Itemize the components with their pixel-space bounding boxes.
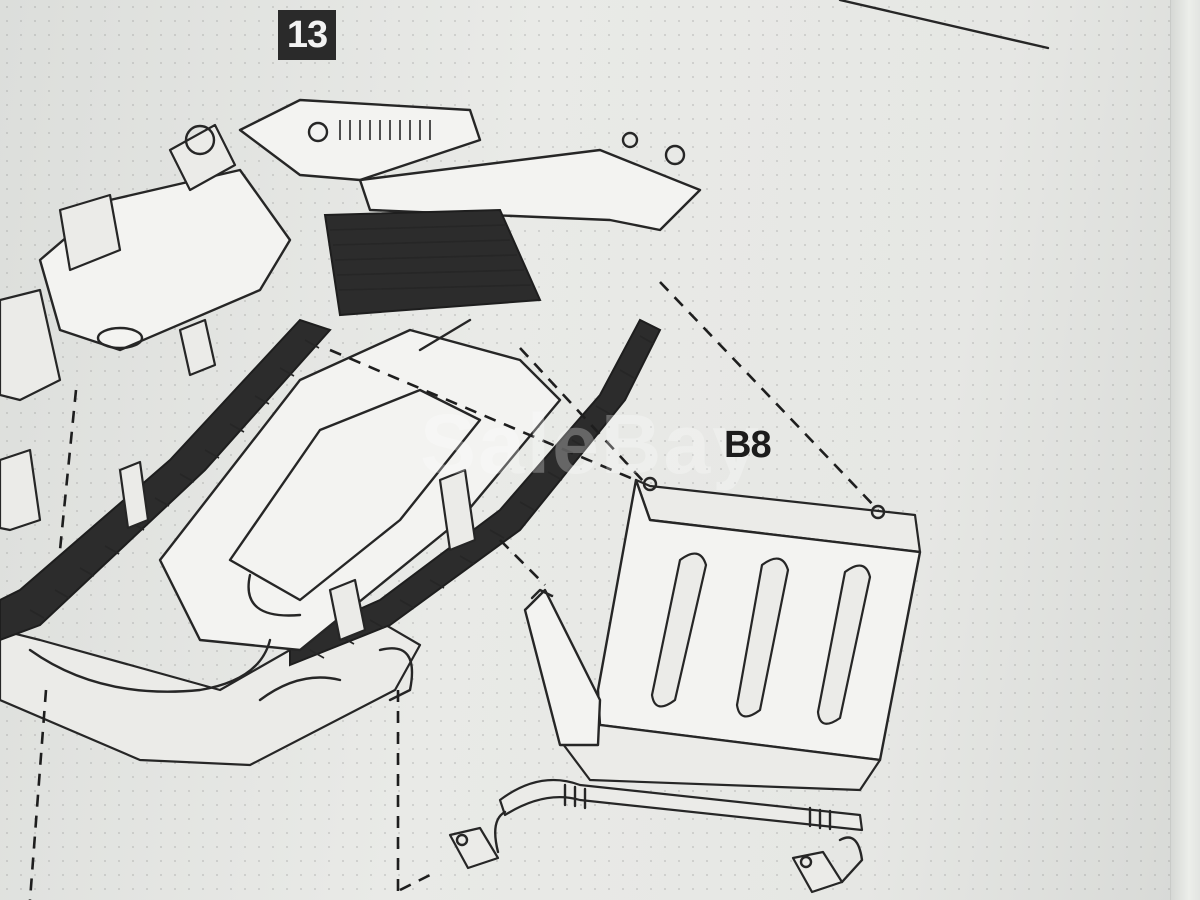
watermark: SaleBay (420, 397, 761, 491)
header-rule (838, 0, 1050, 50)
fender-plate-b8-drawing (448, 476, 922, 894)
page-edge (1170, 0, 1200, 900)
part-label: B8 (724, 424, 772, 466)
step-number-badge: 13 (278, 10, 336, 60)
guide-lines (28, 281, 879, 900)
hull-assembly-drawing (0, 98, 702, 767)
